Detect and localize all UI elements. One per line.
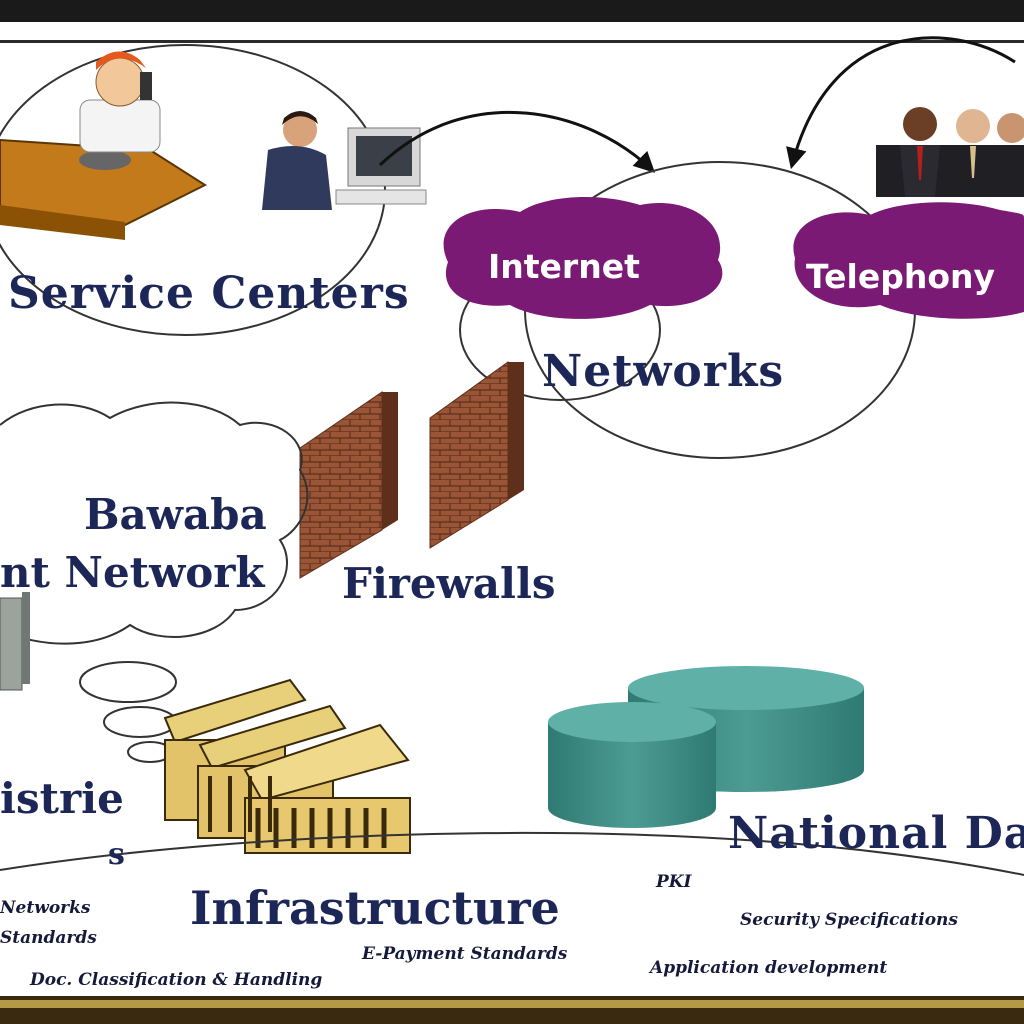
bawaba-cloud xyxy=(0,401,309,645)
thought-bubble-1 xyxy=(79,661,177,703)
server-icon xyxy=(0,592,30,691)
government-network-label: nt Network xyxy=(0,548,265,597)
top-frame-bar xyxy=(0,0,1024,22)
telephony-cloud xyxy=(793,202,1024,319)
security-specifications-label: Security Specifications xyxy=(740,910,958,930)
doc-classification-label: Doc. Classification & Handling xyxy=(30,970,323,990)
bottom-frame-stripe xyxy=(0,1000,1024,1008)
brick-wall-icon xyxy=(299,361,524,579)
pki-label: PKI xyxy=(656,872,692,892)
network-standards-label-1: Networks xyxy=(0,898,91,918)
top-frame-line xyxy=(0,40,1024,43)
epayment-standards-label: E-Payment Standards xyxy=(362,944,568,964)
application-development-label: Application development xyxy=(650,958,888,978)
internet-label: Internet xyxy=(488,247,640,286)
infrastructure-arc xyxy=(0,831,1024,876)
ministries-label-part2: s xyxy=(108,837,125,872)
arrow-people-to-networks xyxy=(786,36,1016,170)
bawaba-label: Bawaba xyxy=(84,490,267,539)
infrastructure-label: Infrastructure xyxy=(190,881,560,935)
national-database-label: National Da xyxy=(728,808,1024,859)
ministry-building-icon xyxy=(163,678,411,854)
database-cylinder-icon xyxy=(548,666,864,828)
business-people-icon xyxy=(876,107,1024,197)
service-centers-label: Service Centers xyxy=(8,268,410,319)
thought-bubble-2 xyxy=(103,706,177,738)
arrow-computer-to-networks xyxy=(378,110,656,173)
phone-operator-icon xyxy=(0,51,208,240)
telephony-label: Telephony xyxy=(806,257,995,296)
internet-cloud xyxy=(443,196,723,319)
network-standards-label-2: Standards xyxy=(0,928,97,948)
firewalls-label: Firewalls xyxy=(342,559,556,608)
ministries-label-part1: istrie xyxy=(0,774,124,823)
networks-label: Networks xyxy=(542,346,785,397)
computer-user-icon xyxy=(262,111,427,210)
